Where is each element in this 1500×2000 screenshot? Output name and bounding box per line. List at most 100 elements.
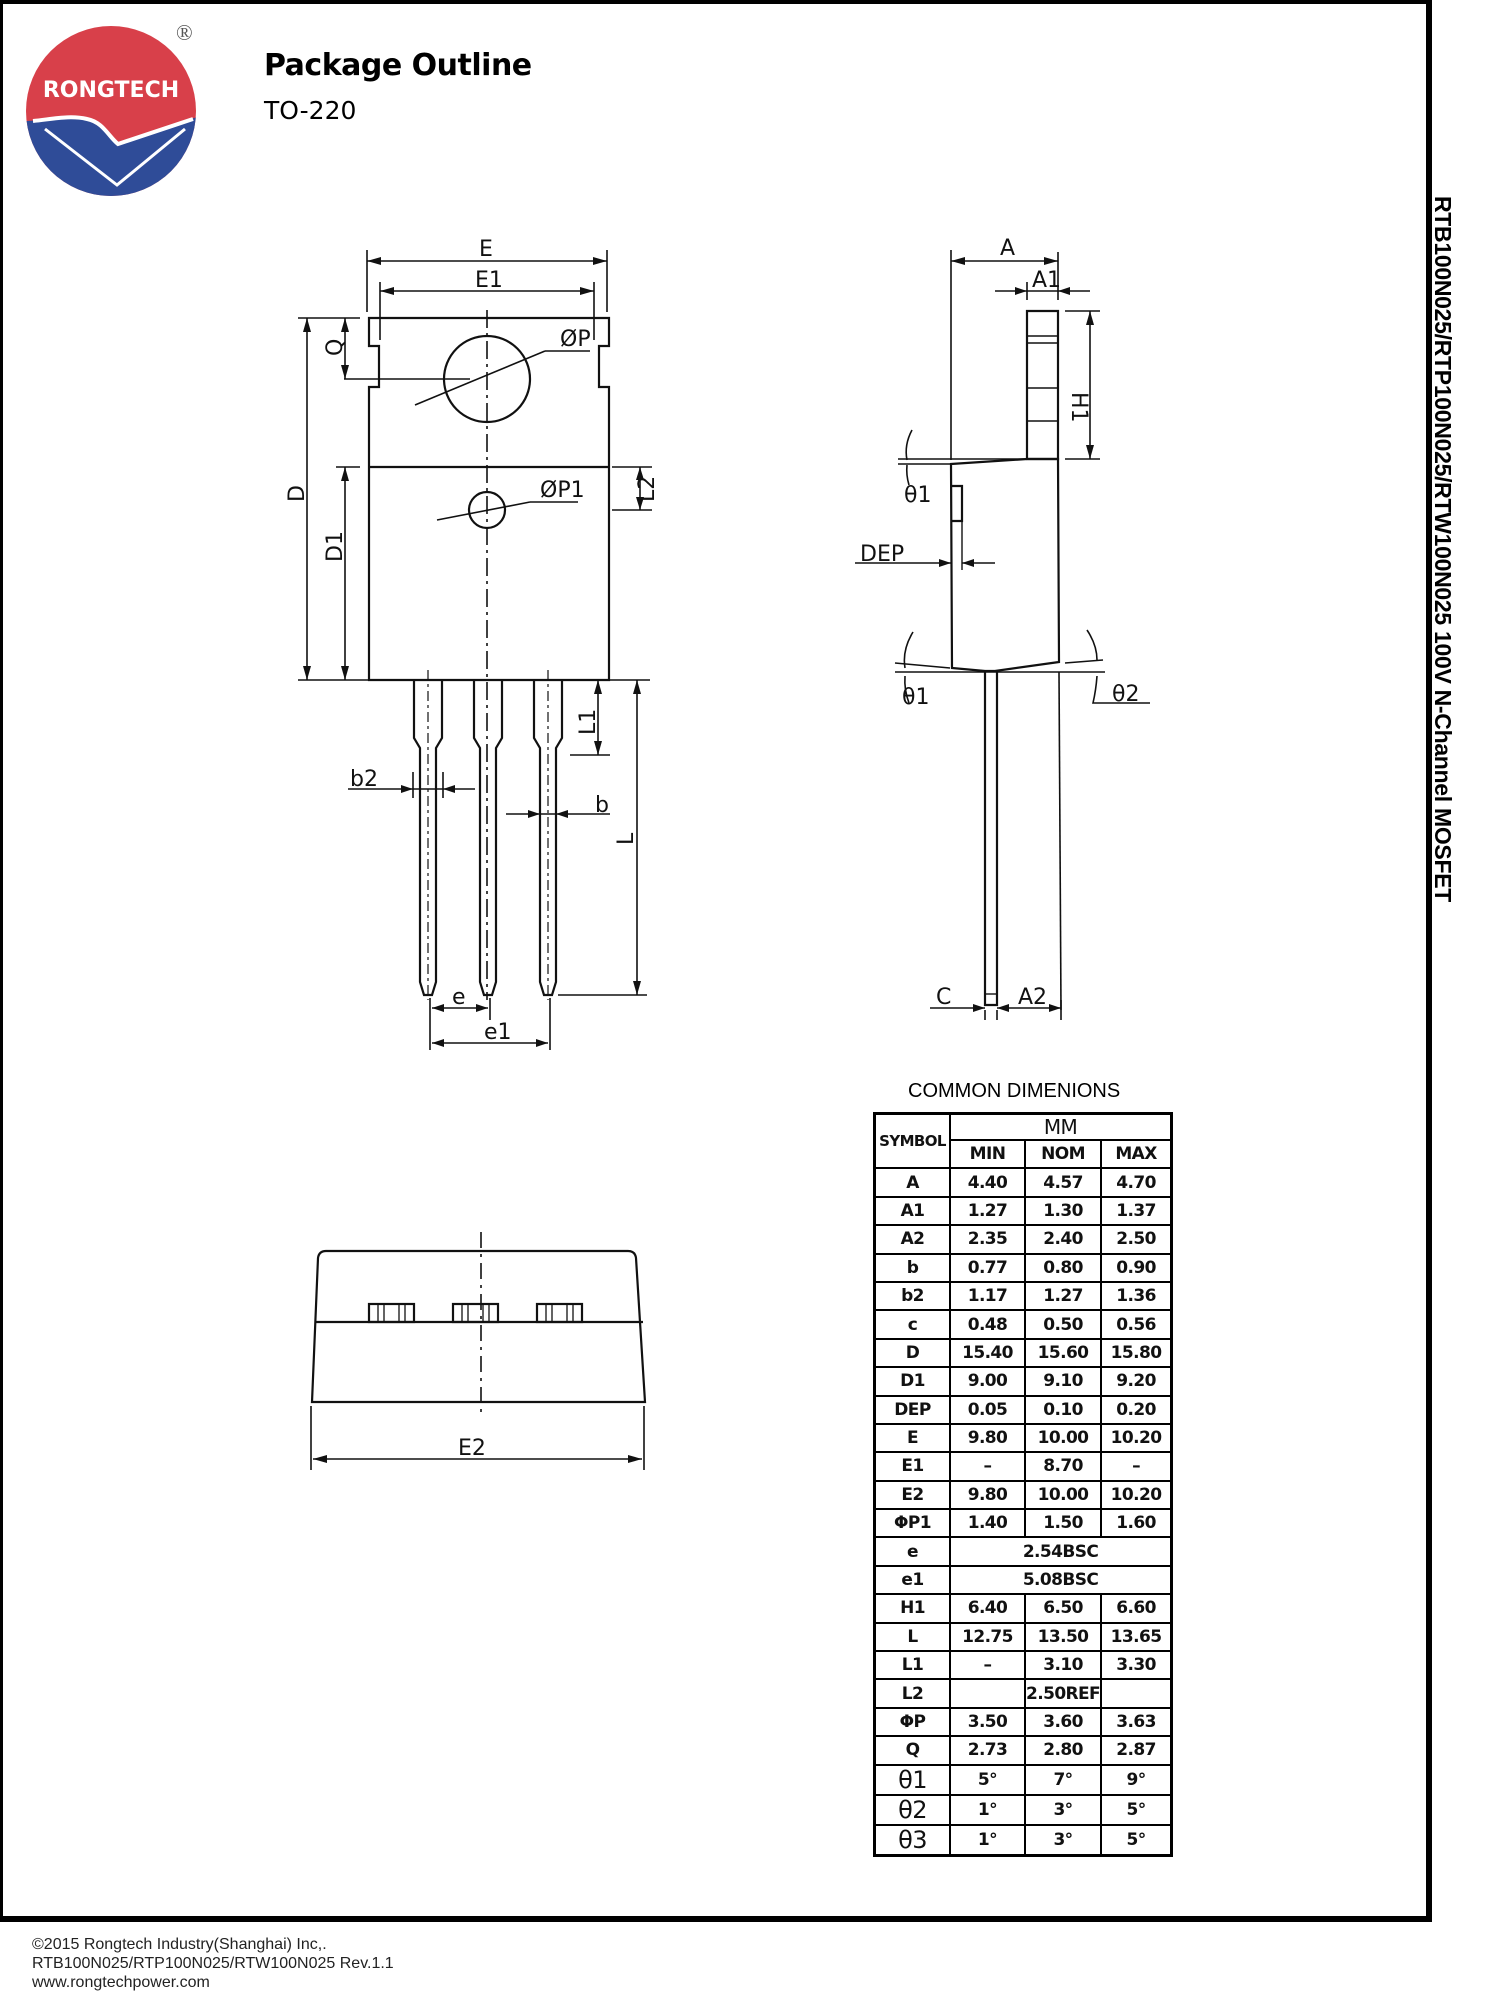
page-frame: [0, 0, 1432, 1922]
logo-blue-half: [26, 115, 196, 196]
cell-min: 12.75: [949, 1621, 1026, 1653]
cell-symbol: H1: [873, 1593, 951, 1624]
cell-max: 10.20: [1100, 1422, 1173, 1454]
label-DEP: DEP: [860, 542, 904, 567]
label-b2: b2: [350, 767, 378, 792]
cell-symbol: D1: [873, 1366, 951, 1397]
cell-symbol: L2: [873, 1678, 951, 1709]
cell-min: 9.00: [949, 1366, 1026, 1397]
label-C: C: [936, 985, 951, 1010]
footer-website[interactable]: www.rongtechpower.com: [32, 1974, 210, 1991]
cell-nom: 1.50: [1023, 1508, 1103, 1539]
bottom-view: [310, 1232, 647, 1470]
cell-min: 1.40: [949, 1508, 1026, 1539]
side-view: [855, 250, 1150, 1020]
cell-max: 0.56: [1100, 1309, 1173, 1340]
logo-text: RONGTECH: [43, 78, 179, 103]
cell-symbol: A: [873, 1167, 951, 1198]
cell-nom: 0.10: [1023, 1394, 1103, 1425]
cell-max: 2.87: [1100, 1735, 1173, 1766]
cell-max: 6.60: [1100, 1593, 1173, 1624]
cell-symbol: e: [873, 1536, 951, 1567]
cell-min: 1°: [949, 1793, 1026, 1826]
cell-max: 1.60: [1100, 1508, 1173, 1539]
cell-min: 3.50: [949, 1706, 1026, 1738]
label-theta1-top: θ1: [904, 483, 931, 508]
cell-nom: 8.70: [1023, 1451, 1103, 1482]
lead-right: [532, 670, 564, 1000]
label-E: E: [479, 237, 493, 262]
label-b: b: [595, 793, 609, 818]
cell-min: 1.17: [949, 1280, 1026, 1312]
cell-max: 0.90: [1100, 1252, 1173, 1283]
cell-nom: 0.80: [1023, 1252, 1103, 1283]
cell-min: 6.40: [949, 1593, 1026, 1624]
label-D: D: [285, 485, 310, 502]
cell-symbol: θ1: [873, 1763, 951, 1796]
cell-symbol: c: [873, 1309, 951, 1340]
cell-symbol: θ3: [873, 1823, 951, 1857]
label-D1: D1: [323, 531, 348, 562]
cell-min: 1°: [949, 1823, 1026, 1857]
cell-min: 9.80: [949, 1422, 1026, 1454]
label-e: e: [452, 985, 466, 1010]
cell-min: 1.27: [949, 1195, 1026, 1227]
front-view: [298, 250, 652, 1050]
label-P1: ØP1: [540, 478, 585, 503]
cell-max: 15.80: [1100, 1337, 1173, 1369]
table-row: E1–8.70–: [873, 1451, 1173, 1482]
cell-max: 9°: [1100, 1763, 1173, 1796]
footer: ©2015 Rongtech Industry(Shanghai) Inc,. …: [32, 1935, 394, 1992]
page-title: Package Outline: [264, 48, 532, 83]
cell-value-span: 5.08BSC: [949, 1564, 1173, 1596]
cell-max: 5°: [1100, 1823, 1173, 1857]
cell-min: 15.40: [949, 1337, 1026, 1369]
cell-max: 0.20: [1100, 1394, 1173, 1425]
label-E2: E2: [458, 1436, 486, 1461]
cell-symbol: E: [873, 1422, 951, 1454]
cell-nom: 1.27: [1023, 1280, 1103, 1312]
package-name: TO-220: [264, 96, 357, 125]
cell-symbol: e1: [873, 1564, 951, 1596]
cell-max: 2.50: [1100, 1224, 1173, 1255]
cell-max: 13.65: [1100, 1621, 1173, 1653]
dimension-arrows: [303, 257, 1094, 1463]
cell-min: 0.48: [949, 1309, 1026, 1340]
cell-nom: 10.00: [1023, 1479, 1103, 1511]
cell-min: 9.80: [949, 1479, 1026, 1511]
cell-nom: 9.10: [1023, 1366, 1103, 1397]
cell-max: 3.63: [1100, 1706, 1173, 1738]
footer-copyright: ©2015 Rongtech Industry(Shanghai) Inc,.: [32, 1936, 327, 1953]
cell-min: 5°: [949, 1763, 1026, 1796]
label-A2: A2: [1018, 985, 1047, 1010]
cell-nom: 3°: [1023, 1793, 1103, 1826]
footer-part-rev: RTB100N025/RTP100N025/RTW100N025 Rev.1.1: [32, 1955, 394, 1972]
label-Q: Q: [323, 339, 348, 356]
cell-max: 1.36: [1100, 1280, 1173, 1312]
cell-max: 9.20: [1100, 1366, 1173, 1397]
cell-min: 0.77: [949, 1252, 1026, 1283]
cell-symbol: A1: [873, 1195, 951, 1227]
cell-symbol: b2: [873, 1280, 951, 1312]
cell-nom: 1.30: [1023, 1195, 1103, 1227]
label-E1: E1: [475, 268, 503, 293]
cell-symbol: θ2: [873, 1793, 951, 1826]
cell-max: [1100, 1678, 1173, 1709]
cell-nom: 15.60: [1023, 1337, 1103, 1369]
header-max: MAX: [1100, 1138, 1173, 1170]
cell-symbol: E2: [873, 1479, 951, 1511]
